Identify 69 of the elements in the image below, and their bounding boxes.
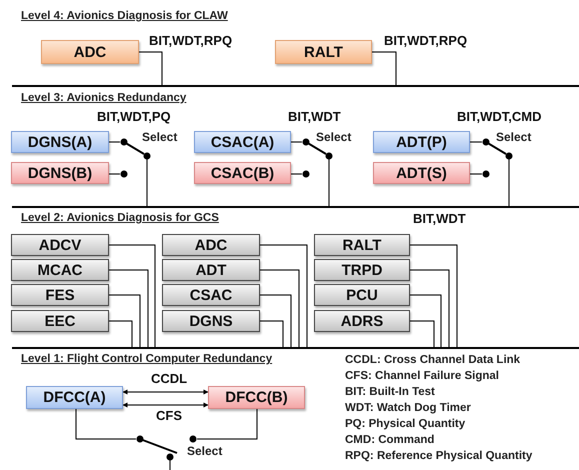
arrow (122, 402, 208, 408)
connector-line (108, 294, 140, 348)
connector-line (410, 294, 442, 348)
connector-line (410, 270, 450, 348)
abbreviation-note: CCDL: Cross Channel Data Link (345, 354, 520, 366)
level-heading: Level 4: Avionics Diagnosis for CLAW (21, 10, 228, 22)
unit-box: DFCC(A) (26, 386, 123, 409)
connector-line (146, 178, 148, 206)
unit-box: CSAC(A) (194, 131, 291, 153)
unit-box: EEC (11, 310, 109, 332)
unit-box: ADT(S) (373, 162, 470, 184)
unit-box: DFCC(B) (208, 386, 305, 409)
level-heading: Level 2: Avionics Diagnosis for GCS (21, 212, 219, 224)
unit-box: TRPD (314, 259, 410, 281)
unit-box: ADC (162, 234, 260, 256)
abbreviation-note: RPQ: Reference Physical Quantity (345, 450, 532, 462)
switch-label: Select (142, 130, 178, 144)
unit-box: ADT (162, 259, 260, 281)
level-heading: Level 3: Avionics Redundancy (21, 92, 186, 104)
unit-box: ADC (41, 40, 139, 64)
connector-line (328, 178, 330, 206)
signal-label: BIT,WDT,CMD (457, 109, 542, 124)
arrow (122, 390, 208, 394)
unit-box: PCU (314, 284, 410, 306)
connector-line (260, 320, 284, 348)
connector-line (108, 320, 132, 348)
unit-box: DGNS(A) (11, 131, 109, 153)
abbreviation-note: WDT: Watch Dog Timer (345, 402, 471, 414)
unit-box: CSAC (162, 284, 260, 306)
connector-line (260, 244, 308, 348)
signal-label: BIT,WDT,RPQ (383, 33, 468, 48)
connector-line (138, 52, 162, 86)
connector-line (410, 320, 434, 348)
connector-line (260, 270, 300, 348)
connector-line (410, 244, 458, 348)
signal-label: BIT,WDT,PQ (97, 109, 171, 124)
connector-line (260, 294, 292, 348)
unit-box: ADRS (314, 310, 410, 332)
unit-box: RALT (314, 234, 410, 256)
unit-box: DGNS (162, 310, 260, 332)
unit-box: FES (11, 284, 109, 306)
bus-line (12, 85, 579, 87)
abbreviation-note: BIT: Built-In Test (345, 386, 435, 398)
connector-line (372, 52, 396, 86)
level-heading: Level 1: Flight Control Computer Redundancy (21, 353, 272, 365)
abbreviation-note: CMD: Command (345, 434, 434, 446)
switch-label: Select (187, 444, 222, 458)
connector-line (508, 178, 510, 206)
connector-line (108, 244, 156, 348)
unit-box: CSAC(B) (194, 162, 291, 184)
unit-box: RALT (275, 40, 372, 64)
signal-label: BIT,WDT (413, 211, 466, 226)
connector-line (76, 408, 136, 440)
connector-line (196, 408, 258, 440)
switch-label: Select (316, 130, 352, 144)
unit-box: DGNS(B) (11, 162, 109, 184)
signal-label: CFS (155, 408, 183, 423)
unit-box: MCAC (11, 259, 109, 281)
signal-label: BIT,WDT (288, 109, 341, 124)
unit-box: ADT(P) (373, 131, 470, 153)
unit-box: ADCV (11, 234, 109, 256)
switch-label: Select (496, 130, 532, 144)
abbreviation-note: CFS: Channel Failure Signal (345, 370, 499, 382)
bus-line (12, 206, 579, 208)
signal-label: CCDL (150, 371, 188, 386)
connector-line (108, 270, 148, 348)
abbreviation-note: PQ: Physical Quantity (345, 418, 466, 430)
bus-line (12, 347, 579, 349)
signal-label: BIT,WDT,RPQ (148, 33, 234, 48)
